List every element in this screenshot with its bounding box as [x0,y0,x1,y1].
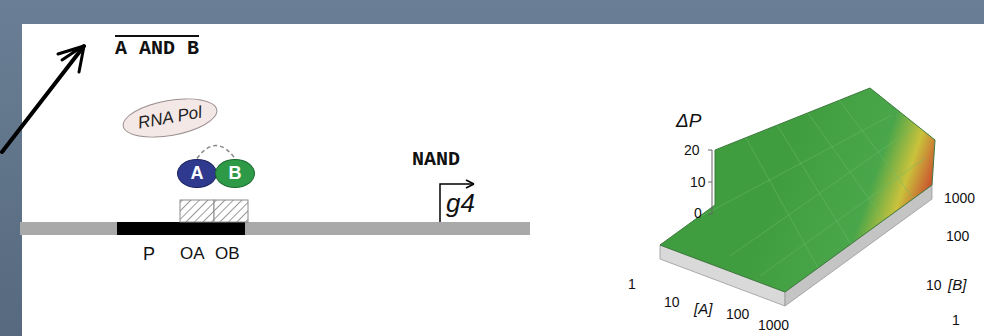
gate-title: A AND B [115,34,199,60]
hand-arrow [2,46,84,152]
gene-name: g4 [446,188,475,219]
repressor-a: A [177,159,217,188]
axis-title: [A] [694,300,712,317]
node-text: B [229,163,242,184]
promoter-arrow [440,180,474,222]
operator-site [214,200,248,222]
interaction-arc [197,146,235,159]
axis-title: [B] [948,276,966,293]
tick-label: 1 [628,276,636,292]
tick-label: 0 [694,205,702,221]
tick-label: 20 [684,142,700,158]
dna-strand [20,222,530,235]
promoter-bar [117,222,245,235]
gate-label: NAND [412,148,460,171]
axis-title: ΔP [676,110,701,132]
tick-label: 100 [946,228,969,244]
repressor-b: B [215,159,255,188]
operator-label: OB [215,244,240,264]
operator-site [180,200,214,222]
promoter-label: P [143,244,155,265]
tick-label: 100 [726,306,749,322]
surface-plot [660,88,935,306]
node-text: A [191,163,204,184]
tick-label: 1000 [944,190,975,206]
tick-label: 10 [926,277,942,293]
tick-label: 1000 [758,317,789,333]
node-text: RNA Pol [136,103,203,134]
tick-label: 10 [690,174,706,190]
operator-label: OA [180,244,205,264]
tick-label: 1 [952,312,960,328]
tick-label: 10 [664,294,680,310]
